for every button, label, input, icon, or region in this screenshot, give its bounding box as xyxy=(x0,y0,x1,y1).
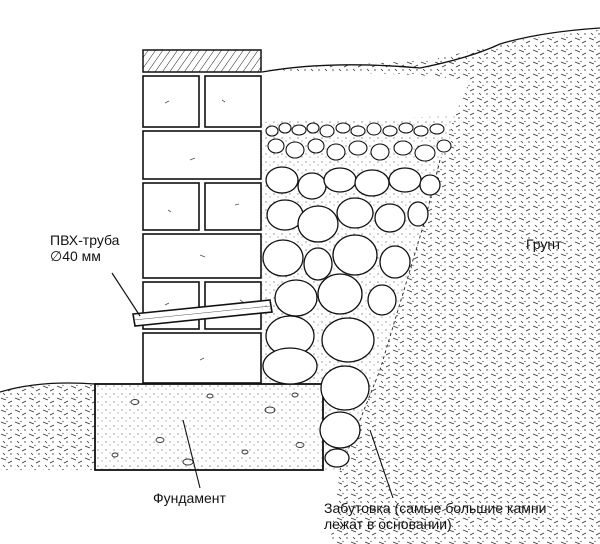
wall-block xyxy=(204,75,262,128)
wall-cap xyxy=(142,49,262,73)
block-texture xyxy=(164,99,244,361)
soil-label: Грунт xyxy=(526,236,562,252)
foundation xyxy=(94,383,324,471)
backfill-gravel xyxy=(262,116,455,165)
wall-block xyxy=(142,182,200,231)
backfill-label-line1: Забутовка (самые большие камни xyxy=(324,500,547,516)
foundation-leader-line xyxy=(182,419,201,489)
backfill-label: Забутовка (самые большие камни лежат в о… xyxy=(324,500,546,532)
wall-block xyxy=(142,332,262,384)
backfill-leader-line xyxy=(369,429,394,499)
wall-block xyxy=(142,130,262,180)
wall-block xyxy=(142,75,200,128)
backfill-stones xyxy=(262,160,445,470)
block-wall xyxy=(142,75,262,384)
wall-block xyxy=(204,182,262,231)
pipe-leader-line xyxy=(111,272,141,317)
pvc-pipe-label-line1: ПВХ-труба xyxy=(50,232,120,248)
foundation-label: Фундамент xyxy=(153,490,226,506)
backfill-label-line2: лежат в основании) xyxy=(324,516,452,532)
pvc-pipe-label-line2: ∅40 мм xyxy=(50,248,101,264)
pvc-pipe-label: ПВХ-труба ∅40 мм xyxy=(50,232,119,264)
